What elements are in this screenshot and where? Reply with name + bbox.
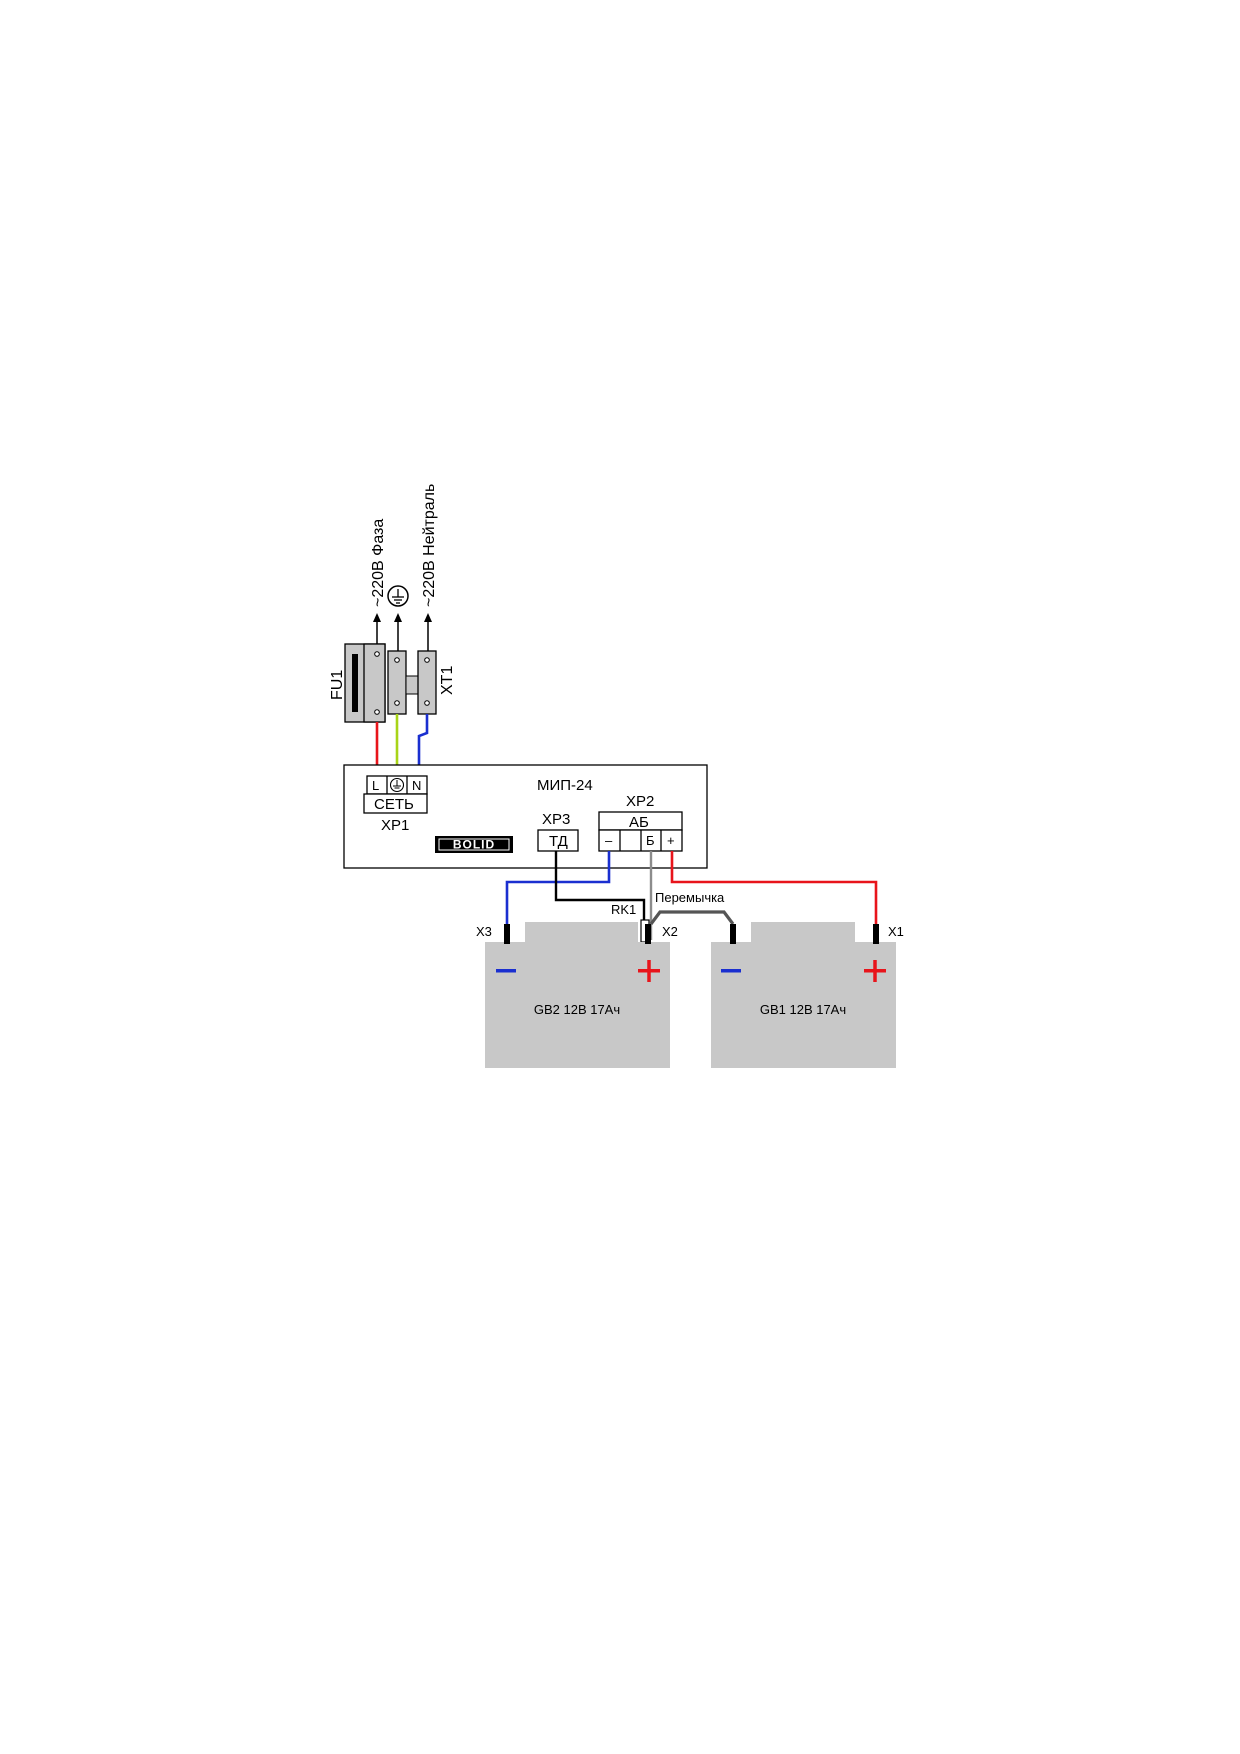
incoming-leads	[373, 613, 432, 654]
fuse-fu1	[344, 643, 386, 723]
earth-symbol-top	[387, 585, 409, 607]
xp3-label: XP3	[542, 811, 570, 828]
battery-gb1-label: GB1 12В 17Ач	[760, 1002, 846, 1017]
xp1-label: XP1	[381, 817, 409, 834]
battery-gb2-plus-post	[645, 924, 651, 944]
thermo-sensor-wire	[554, 851, 646, 924]
battery-gb2-label: GB2 12В 17Ач	[534, 1002, 620, 1017]
connector-xp3	[537, 829, 579, 852]
rk1-label: RK1	[611, 902, 636, 917]
terminal-label: XT1	[439, 666, 456, 695]
jumper-wire	[649, 910, 735, 925]
xp1-caption: СЕТЬ	[374, 796, 414, 813]
battery-gb2-body	[485, 922, 670, 1068]
phase-label: ~220В Фаза	[370, 519, 387, 607]
xp2-pin-minus: –	[605, 833, 613, 848]
xp3-caption: ТД	[549, 833, 568, 850]
x1-label: X1	[888, 924, 904, 939]
terminal-bridge	[405, 675, 419, 695]
xp2-pin-b: Б	[646, 833, 655, 848]
battery-gb1-plus-sign	[864, 960, 886, 982]
neutral-wire	[417, 714, 429, 778]
xp2-caption: АБ	[629, 814, 649, 831]
battery-gb2-minus-post	[504, 924, 510, 944]
x3-label: X3	[476, 924, 492, 939]
minus-wire	[505, 851, 611, 924]
x2-label: X2	[662, 924, 678, 939]
device-title: МИП-24	[537, 777, 593, 794]
fuse-label: FU1	[329, 670, 346, 700]
neutral-label: ~220В Нейтраль	[421, 484, 438, 607]
battery-gb2-plus-sign	[638, 960, 660, 982]
plus-wire	[670, 851, 878, 924]
battery-gb1-plus-post	[873, 924, 879, 944]
connector-xp2	[598, 811, 683, 852]
battery-gb1-body	[711, 922, 896, 1068]
xp2-pin-plus: +	[667, 833, 675, 848]
battery-gb1-minus-sign	[721, 969, 741, 973]
battery-gb2-minus-sign	[496, 969, 516, 973]
earth-terminal-block	[387, 650, 407, 715]
bolid-logo: BOLID	[435, 836, 513, 853]
terminal-xt1	[417, 650, 437, 715]
earth-symbol-pin	[389, 777, 405, 793]
xp1-pin-l: L	[372, 778, 379, 793]
jumper-label: Перемычка	[655, 890, 725, 905]
battery-gb1-minus-post	[730, 924, 736, 944]
xp1-pin-n: N	[412, 778, 421, 793]
xp2-label: XP2	[626, 793, 654, 810]
svg-text:BOLID: BOLID	[453, 838, 495, 852]
